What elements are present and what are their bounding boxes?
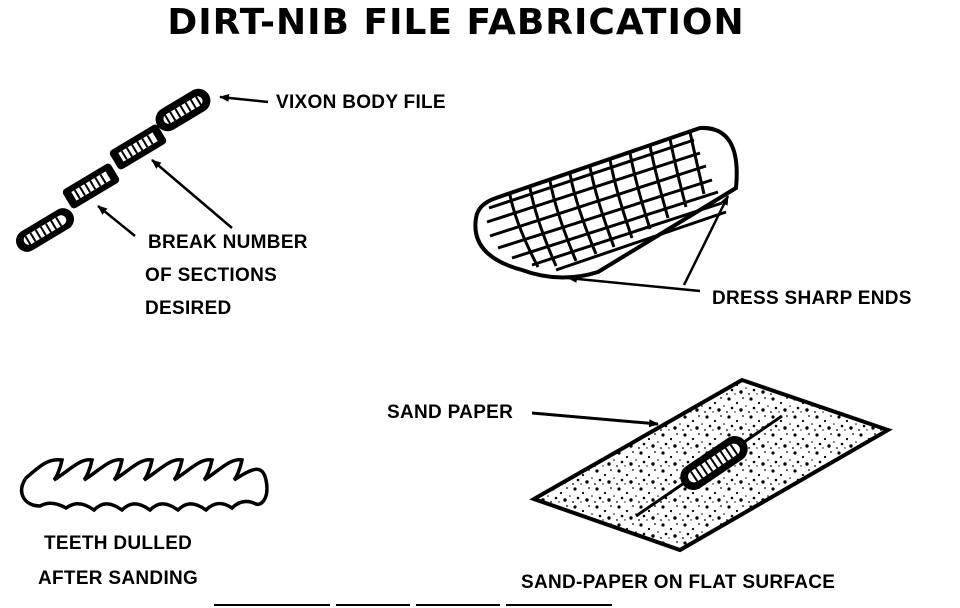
teeth-outline-illustration [19,457,269,513]
break-leader-arrow-upper [151,159,233,229]
file-section-2 [62,163,120,209]
label-desired: DESIRED [145,298,232,319]
label-after-sanding: AFTER SANDING [38,568,199,589]
label-sand-paper: SAND PAPER [387,402,514,423]
label-teeth-dulled: TEETH DULLED [44,533,193,554]
sandpaper-illustration [529,377,893,553]
file-section-3 [109,124,167,170]
sandpaper-leader-arrow [531,411,659,428]
page-title: DIRT-NIB FILE FABRICATION [167,2,745,43]
vixon-leader-arrow [219,93,269,104]
dress-leader-arrow-upper [682,195,730,286]
label-break-number: BREAK NUMBER [148,232,308,253]
file-section-4 [155,88,211,132]
enlarged-file-illustration [473,125,739,280]
label-of-sections: OF SECTIONS [145,265,278,286]
label-vixon-body-file: VIXON BODY FILE [276,92,446,113]
dress-leader-arrow-lower [567,274,701,293]
vixon-file-illustration [15,88,211,252]
file-on-sandpaper [680,436,748,490]
label-dress-sharp-ends: DRESS SHARP ENDS [712,288,912,309]
label-sandpaper-flat-surface: SAND-PAPER ON FLAT SURFACE [521,572,836,593]
file-section-1 [15,208,75,252]
break-leader-arrow-lower [97,205,136,237]
